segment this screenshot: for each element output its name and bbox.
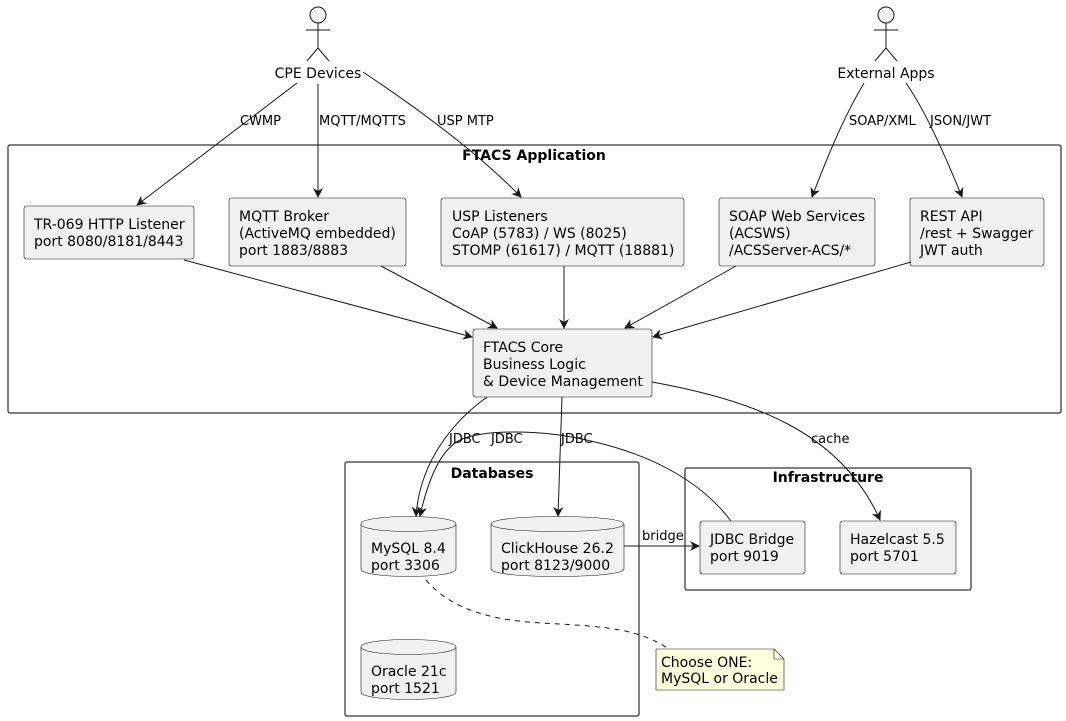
component-jdbc-bridge: JDBC Bridge port 9019 [699, 520, 806, 575]
edge-rest-to-core [652, 261, 912, 340]
label-jdbc-core-clickhouse: JDBC [560, 432, 593, 447]
edge-core-to-mysql [411, 396, 488, 517]
jdbc-bridge-line-2: port 9019 [710, 549, 779, 565]
soap-line-1: SOAP Web Services [729, 209, 865, 225]
mqtt-line-2: (ActiveMQ embedded) [239, 226, 396, 242]
oracle-line-2: port 1521 [371, 681, 440, 697]
component-mqtt-broker: MQTT Broker (ActiveMQ embedded) port 188… [228, 197, 407, 267]
actor-cpe-devices: CPE Devices [275, 6, 362, 82]
database-oracle: Oracle 21c port 1521 [360, 639, 457, 700]
core-line-3: & Device Management [483, 374, 643, 390]
core-line-1: FTACS Core [483, 340, 563, 356]
usp-line-1: USP Listeners [452, 209, 548, 225]
edge-cpe-to-usp [362, 71, 522, 198]
database-clickhouse: ClickHouse 26.2 port 8123/9000 [490, 516, 625, 577]
component-rest-api: REST API /rest + Swagger JWT auth [909, 197, 1045, 267]
component-hazelcast: Hazelcast 5.5 port 5701 [839, 520, 957, 575]
edge-core-to-hazelcast [651, 381, 881, 521]
label-json-jwt: JSON/JWT [929, 114, 991, 129]
label-usp-mtp: USP MTP [437, 114, 494, 129]
edge-tr069-to-core [183, 259, 473, 340]
edge-external-to-rest [905, 82, 964, 198]
frame-ftacs-title: FTACS Application [462, 148, 606, 164]
label-mqtt-mqtts: MQTT/MQTTS [319, 114, 406, 129]
database-mysql: MySQL 8.4 port 3306 [360, 516, 457, 577]
hazelcast-line-2: port 5701 [850, 549, 919, 565]
edge-core-to-clickhouse [553, 396, 564, 517]
hazelcast-line-1: Hazelcast 5.5 [850, 532, 945, 548]
rest-line-2: /rest + Swagger [920, 226, 1033, 242]
frame-infrastructure-title: Infrastructure [773, 470, 884, 486]
frame-ftacs-application: FTACS Application [7, 144, 1062, 414]
note-line-2: MySQL or Oracle [661, 671, 778, 687]
usp-line-3: STOMP (61617) / MQTT (18881) [452, 243, 674, 259]
tr069-line-1: TR-069 HTTP Listener [33, 217, 185, 233]
label-cache: cache [811, 432, 850, 447]
label-cwmp: CWMP [240, 114, 281, 129]
soap-line-2: (ACSWS) [729, 226, 791, 242]
edge-soap-to-core [624, 265, 737, 329]
label-soap-xml: SOAP/XML [849, 114, 916, 129]
soap-line-3: /ACSServer-ACS/* [729, 243, 851, 259]
mqtt-line-3: port 1883/8883 [239, 243, 348, 259]
mysql-line-1: MySQL 8.4 [371, 541, 446, 557]
mysql-line-2: port 3306 [371, 558, 440, 574]
edge-external-to-soap [810, 82, 865, 198]
core-line-2: Business Logic [483, 357, 586, 373]
component-usp-listeners: USP Listeners CoAP (5783) / WS (8025) ST… [440, 197, 685, 267]
actor-external-label: External Apps [837, 66, 934, 82]
note-connector [425, 579, 670, 650]
usp-line-2: CoAP (5783) / WS (8025) [452, 226, 627, 242]
frame-databases-title: Databases [451, 466, 534, 482]
label-bridge: bridge [642, 529, 684, 544]
edge-jdbc-bridge-to-mysql [417, 431, 732, 522]
rest-line-1: REST API [920, 209, 983, 225]
clickhouse-line-1: ClickHouse 26.2 [501, 541, 614, 557]
component-tr069-listener: TR-069 HTTP Listener port 8080/8181/8443 [23, 205, 195, 260]
component-soap-web-services: SOAP Web Services (ACSWS) /ACSServer-ACS… [718, 197, 876, 267]
mqtt-line-1: MQTT Broker [239, 209, 329, 225]
frame-infrastructure: Infrastructure [684, 467, 972, 591]
note-choose-one: Choose ONE: MySQL or Oracle [655, 648, 785, 691]
component-ftacs-core: FTACS Core Business Logic & Device Manag… [472, 328, 653, 398]
frame-databases: Databases [344, 461, 640, 717]
actor-external-apps: External Apps [837, 6, 935, 82]
jdbc-bridge-line-1: JDBC Bridge [709, 532, 794, 548]
clickhouse-line-2: port 8123/9000 [501, 558, 610, 574]
rest-line-3: JWT auth [919, 243, 983, 259]
oracle-line-1: Oracle 21c [371, 664, 447, 680]
label-jdbc-core-mysql: JDBC [448, 432, 481, 447]
label-jdbc-bridge-mysql: JDBC [490, 432, 523, 447]
tr069-line-2: port 8080/8181/8443 [34, 234, 183, 250]
edge-cpe-to-tr069 [136, 82, 298, 206]
note-line-1: Choose ONE: [661, 655, 752, 671]
edge-mqtt-to-core [380, 265, 498, 329]
actor-cpe-label: CPE Devices [275, 66, 362, 82]
